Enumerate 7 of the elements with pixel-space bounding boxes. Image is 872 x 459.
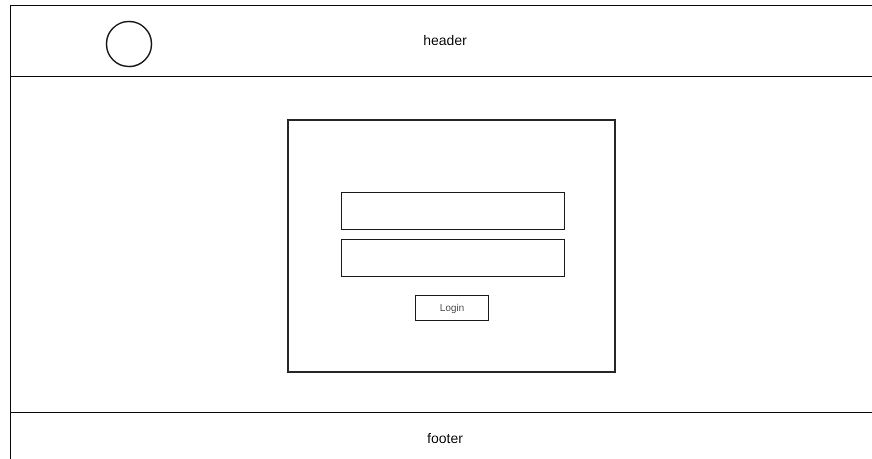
header-label: header <box>423 32 467 48</box>
input-field <box>341 239 565 277</box>
circle-placeholder <box>105 20 153 68</box>
input-field <box>341 192 565 230</box>
login-button: Login <box>415 295 489 321</box>
login-panel <box>287 119 616 373</box>
footer-bar: footer <box>10 412 872 459</box>
